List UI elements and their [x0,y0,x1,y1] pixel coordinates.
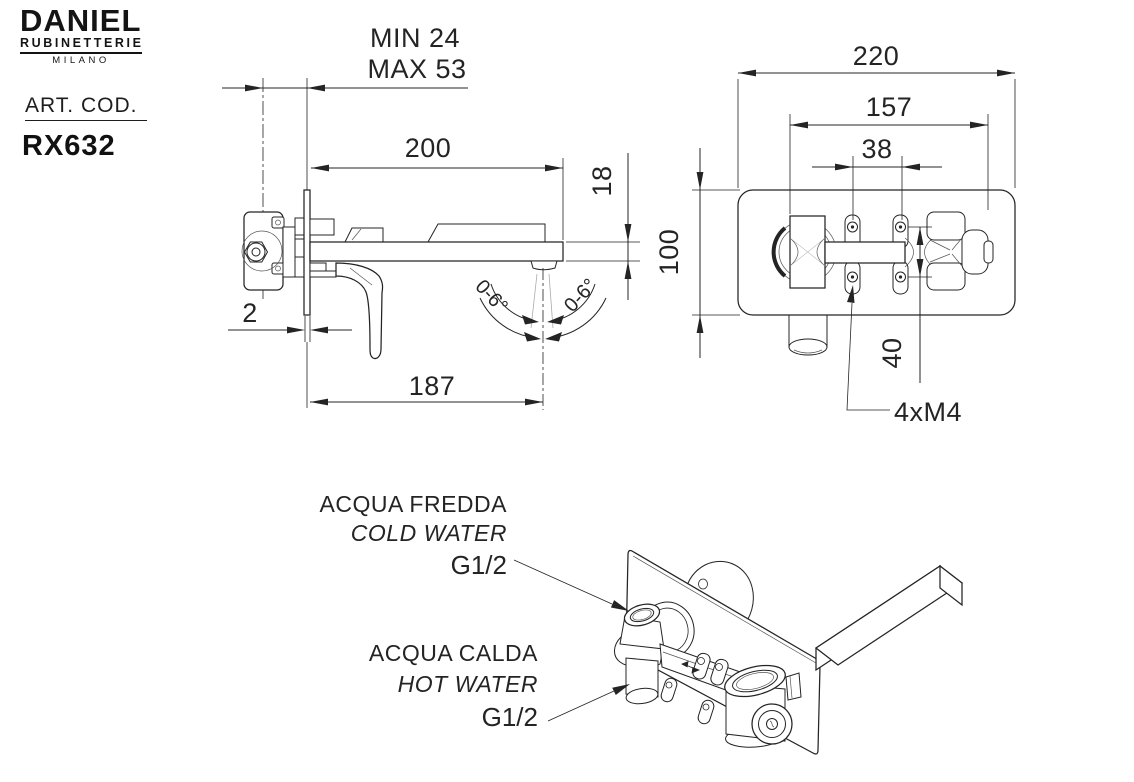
dim-screw-spacing-vertical: 40 [877,337,907,368]
dim-body-width: 157 [866,92,913,122]
brand-division: RUBINETTERIE [20,36,144,50]
article-code-label: ART. COD. [25,94,148,121]
side-view-drawing: MIN 24 MAX 53 200 [222,23,640,410]
front-view-drawing: 220 157 38 100 40 [654,41,1016,427]
dim-screw-spacing-horizontal: 38 [861,134,892,164]
hot-label-it: ACQUA CALDA [369,640,538,666]
aerator [530,260,558,271]
cold-label-it: ACQUA FREDDA [320,491,508,517]
mounting-tabs-3d [660,652,729,725]
spout-side [309,241,564,262]
end-cap [751,703,793,745]
cold-water-label: ACQUA FREDDA COLD WATER G1/2 [320,491,508,580]
dim-spout-height: 18 [587,165,617,196]
dim-min-depth: MIN 24 [370,23,460,53]
brand-logo: DANIEL RUBINETTERIE MILANO [20,3,170,66]
hot-water-inlet [625,657,659,705]
dim-stream-angle-left: 0-6° [471,276,512,318]
article-code-value: RX632 [22,130,116,162]
cold-thread: G1/2 [451,550,507,580]
dim-spout-reach: 187 [409,371,456,401]
dim-plate-height: 100 [654,229,684,276]
cold-water-inlet [619,603,665,650]
dim-spout-length: 200 [405,133,452,163]
mixer-body-front [824,241,906,264]
brand-rule [20,52,142,54]
handle-lever-side [335,262,384,360]
cold-label-en: COLD WATER [351,520,507,546]
hot-thread: G1/2 [482,702,538,732]
dim-stream-angle-right: 0-6° [560,275,601,317]
spout-3d [814,564,964,672]
brand-city: MILANO [52,55,110,66]
dim-plate-thickness: 2 [242,298,258,328]
dim-max-depth: MAX 53 [367,54,466,84]
hot-label-en: HOT WATER [398,671,538,697]
perspective-view-drawing: ACQUA FREDDA COLD WATER G1/2 ACQUA CALDA… [320,491,964,755]
brand-name: DANIEL [20,3,142,38]
dim-screw-spec: 4xM4 [894,397,962,427]
hot-water-label: ACQUA CALDA HOT WATER G1/2 [369,640,538,732]
wall-plate-side [303,189,311,316]
dim-plate-width: 220 [853,41,900,71]
